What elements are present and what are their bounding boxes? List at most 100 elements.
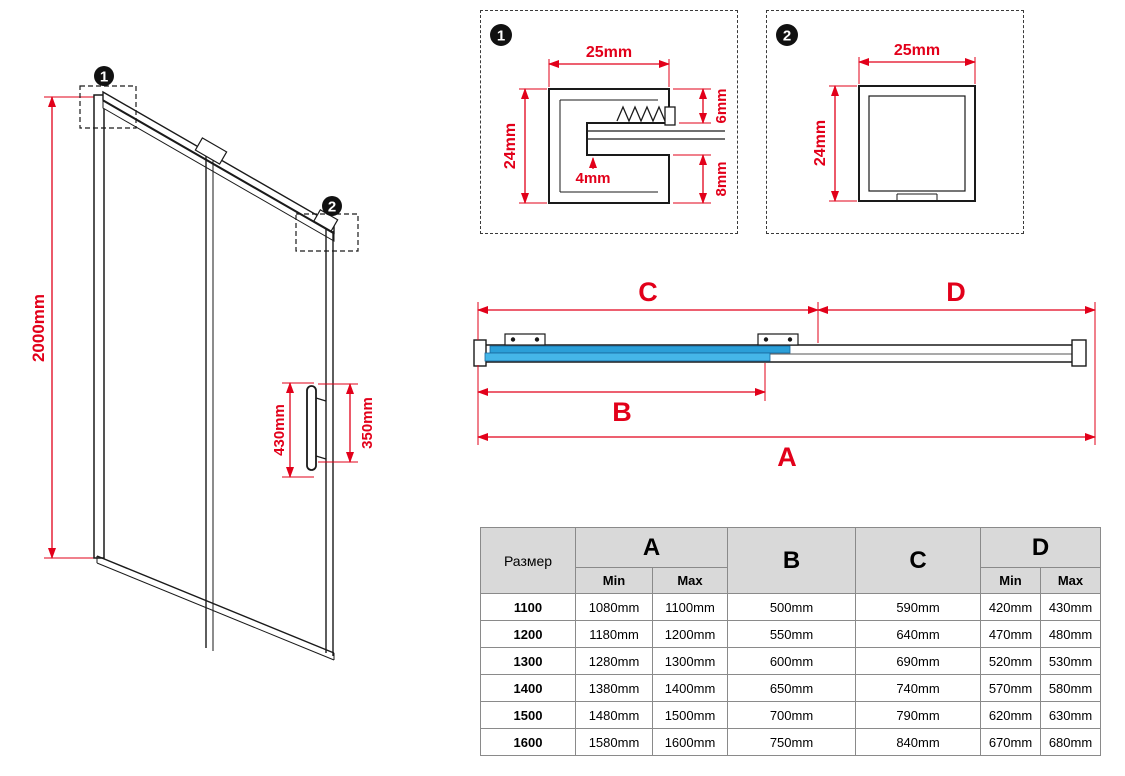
bottom-rail [96,555,335,661]
table-cell: 570mm [980,674,1041,702]
sliding-glass-panel [484,352,771,362]
header-d: D [980,527,1101,568]
detail-1-slot-dimension: 4mm [575,157,611,187]
detail-1-top-gap-label: 6mm [713,88,730,123]
roller-bracket-middle [194,137,228,165]
table-row: 1400 1380mm 1400mm 650mm 740mm 570mm 580… [480,674,1101,702]
table-cell: 530mm [1040,647,1101,675]
table-cell: 680mm [1040,728,1101,756]
table-cell-size: 1200 [480,620,576,648]
table-cell: 590mm [855,593,981,621]
table-cell: 700mm [727,701,856,729]
table-cell: 550mm [727,620,856,648]
door-elevation-drawing: 2000mm [29,66,376,661]
fixed-glass-panel [489,345,791,354]
table-row: 1500 1480mm 1500mm 700mm 790mm 620mm 630… [480,701,1101,729]
detail-1-badge: 1 [490,24,512,46]
detail-2-badge: 2 [776,24,798,46]
roller-carriage-1 [504,333,546,346]
detail-1-slot-label: 4mm [575,170,610,187]
header-c: C [855,527,981,594]
detail-1-drawing: 1 25mm [490,24,730,204]
table-cell: 480mm [1040,620,1101,648]
header-d-min: Min [980,567,1041,594]
table-cell: 1080mm [575,593,653,621]
table-cell: 1180mm [575,620,653,648]
detail-1-panel: 1 25mm [480,10,738,234]
table-cell: 690mm [855,647,981,675]
table-cell: 840mm [855,728,981,756]
dimension-c: C [477,277,819,314]
handle-inner-dimension: 350mm [318,383,376,463]
table-cell: 1380mm [575,674,653,702]
table-cell: 630mm [1040,701,1101,729]
table-cell: 1280mm [575,647,653,675]
glass-panels [484,345,791,362]
callout-1-number: 1 [100,69,108,86]
detail-1-bottom-gap-label: 8mm [713,161,730,196]
table-cell-size: 1400 [480,674,576,702]
table-cell: 430mm [1040,593,1101,621]
table-cell: 620mm [980,701,1041,729]
rail-section-drawing: C D B A [473,277,1096,472]
detail-2-height-label: 24mm [812,120,829,166]
detail-1-height-label: 24mm [502,123,519,169]
dimension-a: A [477,433,1096,472]
door-height-dimension: 2000mm [29,96,102,559]
callout-2-marker: 2 [295,196,359,252]
handle-outer-label: 430mm [271,404,288,456]
header-b: B [727,527,856,594]
detail-2-width-label: 25mm [894,42,940,59]
roller-carriage-2 [757,333,799,346]
header-a-max: Max [652,567,728,594]
rail-end-cap-left [473,339,487,367]
table-cell: 600mm [727,647,856,675]
table-cell: 580mm [1040,674,1101,702]
dim-a-label: A [777,442,797,472]
callout-1-marker: 1 [79,66,137,129]
table-header-row-2: Min Max Min Max [481,567,1101,594]
table-cell: 1600mm [652,728,728,756]
detail-2-panel: 2 25mm 24mm [766,10,1024,234]
table-cell: 1580mm [575,728,653,756]
table-row: 1100 1080mm 1100mm 500mm 590mm 420mm 430… [480,593,1101,621]
square-tube-section [858,85,976,202]
table-cell: 740mm [855,674,981,702]
handle-outer-dimension: 430mm [271,382,314,478]
detail-1-bottom-gap-dimension: 8mm [673,154,730,204]
callout-2-number: 2 [328,199,336,216]
table-cell: 670mm [980,728,1041,756]
table-cell: 1100mm [652,593,728,621]
detail-1-width-label: 25mm [586,44,632,61]
table-cell-size: 1600 [480,728,576,756]
adjustment-screw [616,105,676,126]
wall-profile-section [548,88,725,204]
door-height-label: 2000mm [29,294,48,362]
detail-2-height-dimension: 24mm [812,85,857,202]
table-cell: 1300mm [652,647,728,675]
dimension-d: D [817,277,1096,314]
detail-1-height-dimension: 24mm [502,88,547,204]
detail-1-top-gap-dimension: 6mm [673,88,730,124]
table-cell: 640mm [855,620,981,648]
wall-profile [93,94,105,559]
table-cell: 1400mm [652,674,728,702]
dim-c-label: C [638,277,658,307]
table-row: 1300 1280mm 1300mm 600mm 690mm 520mm 530… [480,647,1101,675]
table-cell: 420mm [980,593,1041,621]
table-cell-size: 1300 [480,647,576,675]
table-row: 1600 1580mm 1600mm 750mm 840mm 670mm 680… [480,728,1101,756]
extension-lines [477,302,1096,445]
detail-1-width-dimension: 25mm [548,44,670,87]
dim-b-label: B [612,397,632,427]
dim-d-label: D [946,277,966,307]
table-cell-size: 1500 [480,701,576,729]
door-handle [306,385,327,471]
table-cell-size: 1100 [480,593,576,621]
dimension-b: B [477,388,766,427]
door-panel-edges [194,137,339,656]
table-header-row-1: Размер A B C D [480,527,1101,594]
size-table: Размер A B C D Min Max Min Max 1100 1080… [480,527,1101,756]
table-cell: 750mm [727,728,856,756]
